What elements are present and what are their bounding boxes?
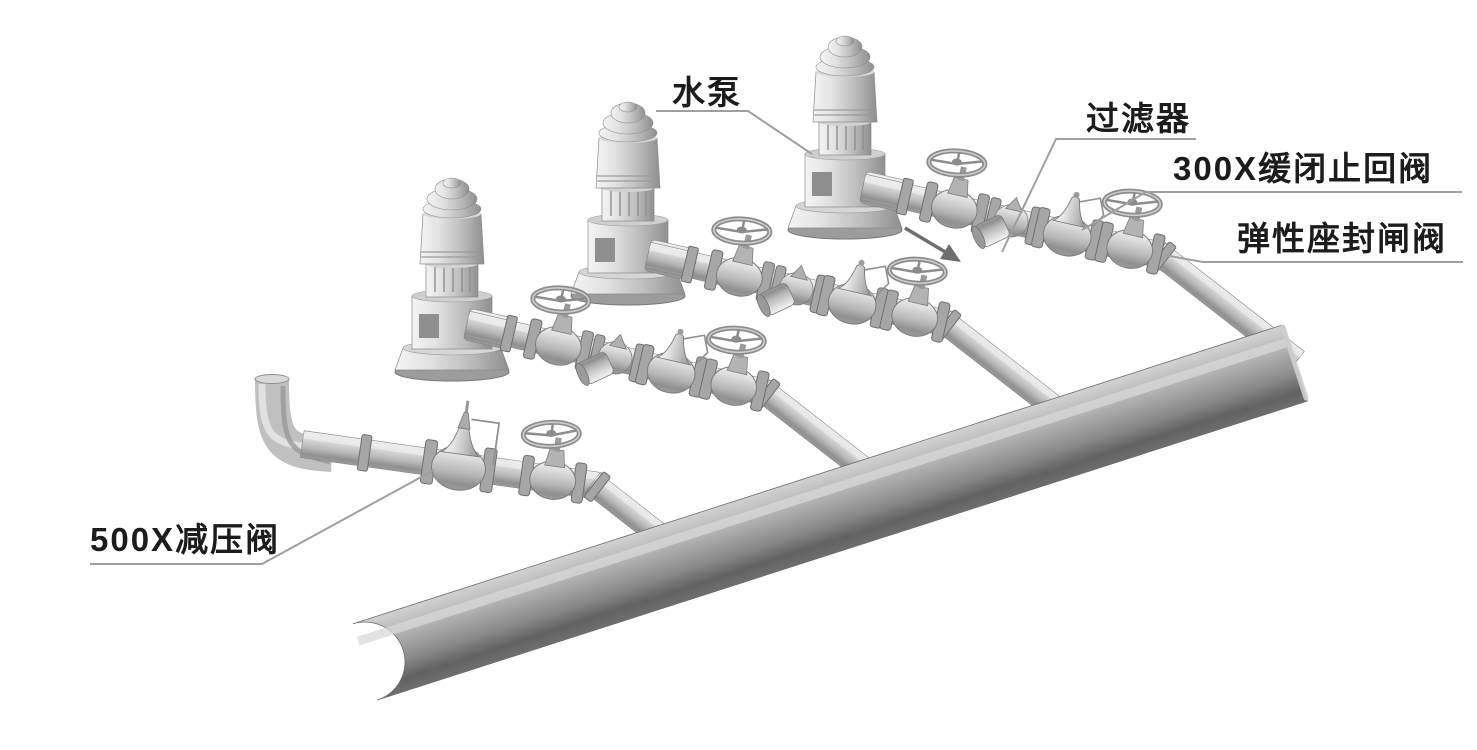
leader-check-valve	[1081, 191, 1462, 231]
label-prv: 500X减压阀	[90, 521, 280, 558]
leader-filter	[1001, 138, 1196, 253]
label-check-valve: 300X缓闭止回阀	[1173, 150, 1433, 187]
label-filter: 过滤器	[1086, 100, 1191, 137]
leader-lines	[90, 110, 1463, 565]
label-pump: 水泵	[672, 74, 742, 111]
leader-prv	[90, 469, 435, 565]
leader-pump	[656, 110, 813, 155]
label-gate-valve: 弹性座封闸阀	[1237, 220, 1447, 257]
header-pipe	[352, 324, 1309, 701]
flow-arrow-icon	[904, 226, 961, 262]
leader-gate-valve	[1163, 254, 1463, 263]
